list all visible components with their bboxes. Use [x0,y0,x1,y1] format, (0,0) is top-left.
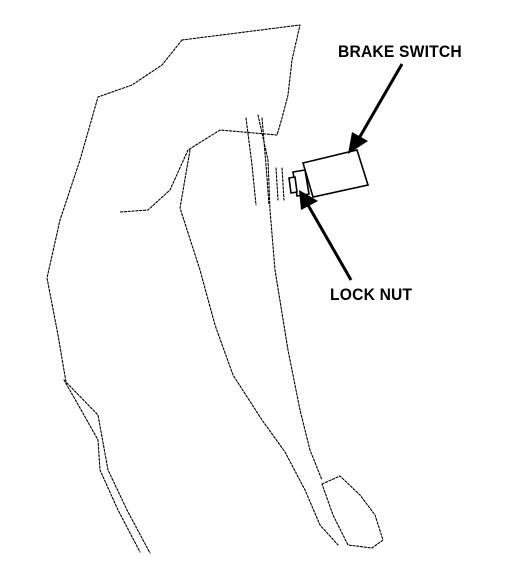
pedal-bracket [46,24,301,554]
pedal-pad [321,475,384,549]
lock-nut-leader-arrow [299,190,353,281]
pedal-arm [179,114,339,546]
brake-switch [288,149,370,198]
brake-switch-leader-arrow [348,63,404,154]
lock-nut-label: LOCK NUT [330,285,413,304]
brake-switch-label: BRAKE SWITCH [338,42,462,61]
